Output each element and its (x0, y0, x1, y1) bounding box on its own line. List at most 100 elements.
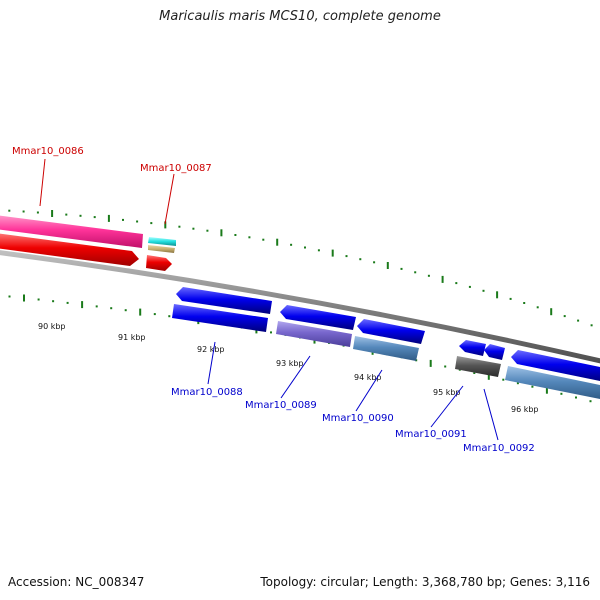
gene-feature-pink[interactable] (0, 215, 143, 248)
major-tick (220, 229, 223, 237)
minor-tick (590, 324, 593, 327)
scale-label: 92 kbp (197, 345, 225, 354)
leader-line (39, 158, 46, 207)
gene-label-mmar10-0091[interactable]: Mmar10_0091 (395, 429, 467, 440)
minor-tick (136, 220, 139, 223)
accession-label: Accession: NC_008347 (8, 575, 145, 589)
major-tick (386, 262, 389, 269)
minor-tick (400, 267, 403, 270)
forward-genes (0, 215, 176, 271)
scale-label: 91 kbp (118, 333, 146, 342)
gene-feature-grey[interactable] (455, 356, 501, 377)
minor-tick (415, 359, 418, 362)
gene-feature-blue-b[interactable] (172, 304, 268, 332)
minor-tick (509, 297, 512, 300)
leader-line (280, 355, 311, 399)
major-tick (545, 386, 548, 394)
leader-line (483, 388, 499, 441)
gene-feature-cyan[interactable] (148, 237, 176, 246)
gene-label-mmar10-0087[interactable]: Mmar10_0087 (140, 163, 212, 174)
minor-tick (414, 271, 417, 274)
major-tick (23, 294, 25, 302)
minor-tick (168, 315, 171, 318)
minor-tick (52, 300, 55, 303)
minor-tick (455, 282, 458, 285)
minor-tick (248, 236, 251, 239)
minor-tick (589, 400, 592, 403)
gene-label-mmar10-0088[interactable]: Mmar10_0088 (171, 387, 243, 398)
scale-label: 93 kbp (276, 359, 304, 368)
gene-feature-steel-b[interactable] (505, 366, 600, 400)
major-tick (81, 301, 84, 309)
minor-tick (523, 302, 526, 304)
outer-tick-ring (8, 209, 593, 327)
minor-tick (473, 372, 476, 374)
major-tick (496, 291, 499, 299)
leader-line (430, 385, 464, 428)
forward-gene-labels: Mmar10_0086 Mmar10_0087 (12, 146, 212, 225)
reverse-gene-labels: Mmar10_0088 Mmar10_0089 Mmar10_0090 Mmar… (171, 341, 535, 454)
minor-tick (563, 315, 566, 318)
major-tick (139, 308, 142, 316)
gene-feature-blue-e[interactable] (459, 340, 486, 356)
scale-label: 90 kbp (38, 322, 66, 331)
minor-tick (468, 285, 471, 288)
minor-tick (290, 243, 293, 246)
minor-tick (516, 382, 519, 385)
minor-tick (65, 213, 68, 216)
leader-line (207, 341, 216, 385)
minor-tick (66, 301, 69, 304)
minor-tick (150, 222, 153, 225)
gene-feature-blue-g[interactable] (511, 350, 600, 382)
major-tick (276, 238, 279, 246)
minor-tick (206, 229, 209, 232)
minor-tick (122, 218, 124, 221)
gene-feature-blue-c[interactable] (280, 305, 356, 330)
scale-label: 96 kbp (511, 405, 539, 414)
major-tick (107, 214, 110, 222)
gene-feature-blue-f[interactable] (484, 344, 505, 360)
minor-tick (359, 258, 362, 261)
minor-tick (531, 385, 534, 388)
gene-feature-steel-a[interactable] (353, 336, 419, 361)
gene-label-mmar10-0086[interactable]: Mmar10_0086 (12, 146, 84, 157)
gene-label-mmar10-0089[interactable]: Mmar10_0089 (245, 400, 317, 411)
major-tick (487, 372, 490, 380)
minor-tick (427, 274, 430, 277)
minor-tick (95, 305, 98, 308)
minor-tick (153, 313, 156, 316)
minor-tick (304, 246, 306, 249)
minor-tick (79, 214, 82, 217)
minor-tick (536, 306, 539, 309)
minor-tick (444, 365, 447, 368)
scale-labels: 90 kbp 91 kbp 92 kbp 93 kbp 94 kbp 95 kb… (38, 322, 539, 414)
major-tick (164, 221, 167, 229)
minor-tick (577, 319, 580, 322)
gene-feature-blue-d[interactable] (357, 319, 425, 344)
gene-label-mmar10-0092[interactable]: Mmar10_0092 (463, 443, 535, 454)
reverse-genes (172, 287, 600, 400)
minor-tick (124, 309, 127, 312)
gene-feature-purple[interactable] (276, 321, 352, 347)
minor-tick (482, 289, 485, 292)
gene-feature-tan[interactable] (148, 245, 175, 253)
gene-feature-red-long[interactable] (0, 233, 139, 266)
minor-tick (8, 209, 11, 212)
minor-tick (560, 392, 563, 395)
genome-backbone (0, 250, 600, 364)
minor-tick (8, 295, 11, 298)
minor-tick (192, 227, 195, 230)
map-title: Maricaulis maris MCS10, complete genome (159, 9, 441, 24)
gene-feature-red-short[interactable] (146, 255, 172, 271)
minor-tick (317, 249, 320, 252)
major-tick (550, 308, 553, 316)
gene-feature-blue-a[interactable] (176, 287, 272, 314)
major-tick (331, 249, 334, 257)
minor-tick (234, 234, 237, 236)
gene-label-mmar10-0090[interactable]: Mmar10_0090 (322, 413, 394, 424)
major-tick (429, 359, 432, 367)
leader-line (164, 173, 175, 225)
minor-tick (37, 298, 40, 301)
major-tick (441, 275, 444, 283)
